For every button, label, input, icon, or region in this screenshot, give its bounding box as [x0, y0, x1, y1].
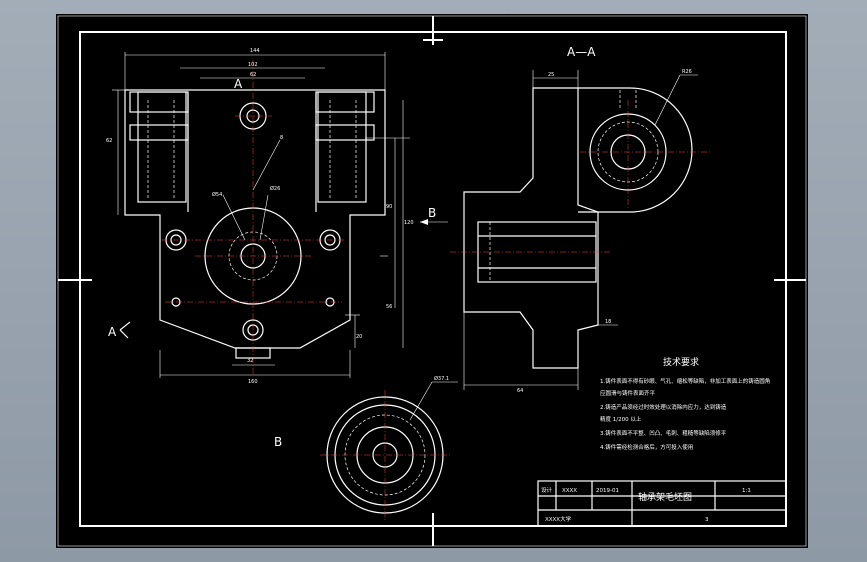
tech-requirements: 技术要求 1.铸件表面不得有砂眼、气孔、缩松等缺陷，非加工表面上的铸造圆角 应圆…: [600, 356, 770, 451]
view-mark-a-top: A: [234, 77, 243, 91]
dim-160: 160: [248, 379, 258, 385]
tb-scale: 1:1: [742, 488, 751, 494]
section-label: A—A: [567, 45, 596, 59]
tb-row1-b: XXXX: [562, 488, 577, 494]
tech-note-4: 4.铸件需经检测合格后，方可投入使用: [600, 443, 693, 451]
tech-note-1b: 应圆滑与铸件表面齐平: [600, 389, 656, 397]
tech-note-1: 1.铸件表面不得有砂眼、气孔、缩松等缺陷，非加工表面上的铸造圆角: [600, 377, 770, 385]
front-view-outline: [124, 89, 386, 349]
section-dim-18: 18: [605, 319, 611, 325]
dim-32: 32: [247, 358, 253, 364]
dim-62: 62: [250, 72, 256, 78]
dim-90: 90: [386, 204, 392, 210]
dim-left-height: 62: [106, 138, 112, 144]
dim-120: 120: [404, 220, 414, 226]
front-view: 144 102 62 62 8 Ø54 Ø26 90 120 56 20 160…: [106, 48, 414, 385]
dim-angle: 8: [280, 135, 283, 141]
tb-row1-a: 设计: [541, 486, 553, 494]
tb-school: XXXX大学: [545, 515, 572, 523]
tech-note-2b: 精度 1/200 以上: [600, 415, 642, 423]
dim-102: 102: [248, 62, 258, 68]
section-dim-r26: R26: [682, 69, 692, 75]
tech-note-3: 3.铸件表面不平整、凹凸、毛刺、粗糙等缺陷须修平: [600, 429, 727, 437]
tech-note-2: 2.铸造产品须经过时效处理以消除内应力，达到铸造: [600, 403, 727, 411]
section-web-hatch: [463, 87, 599, 369]
view-mark-b-side: B: [428, 206, 436, 220]
dim-56: 56: [386, 304, 392, 310]
dim-20: 20: [356, 334, 362, 340]
view-b: Ø37.1 B: [274, 375, 458, 520]
dim-144: 144: [250, 48, 260, 54]
section-dim-25: 25: [548, 72, 554, 78]
section-lug: [578, 87, 693, 213]
section-view: 25 R26 18 64 A—A B: [420, 45, 712, 394]
tb-row1-c: 2019-01: [596, 488, 619, 494]
title-block: 设计 XXXX 2019-01 轴承架毛坯图 1:1 XXXX大学 3: [537, 480, 787, 527]
drawing-sheet: [56, 14, 808, 548]
view-b-dim: Ø37.1: [434, 375, 449, 382]
tb-part-name: 轴承架毛坯图: [638, 491, 692, 503]
centering-marks: [58, 16, 806, 546]
dim-boss: Ø26: [270, 185, 280, 192]
view-mark-a-left: A: [108, 325, 117, 339]
dim-bore: Ø54: [212, 191, 222, 198]
tb-sheet: 3: [705, 517, 709, 523]
view-mark-b-bottom: B: [274, 435, 282, 449]
section-dim-64: 64: [517, 388, 523, 394]
tech-title: 技术要求: [663, 356, 699, 368]
